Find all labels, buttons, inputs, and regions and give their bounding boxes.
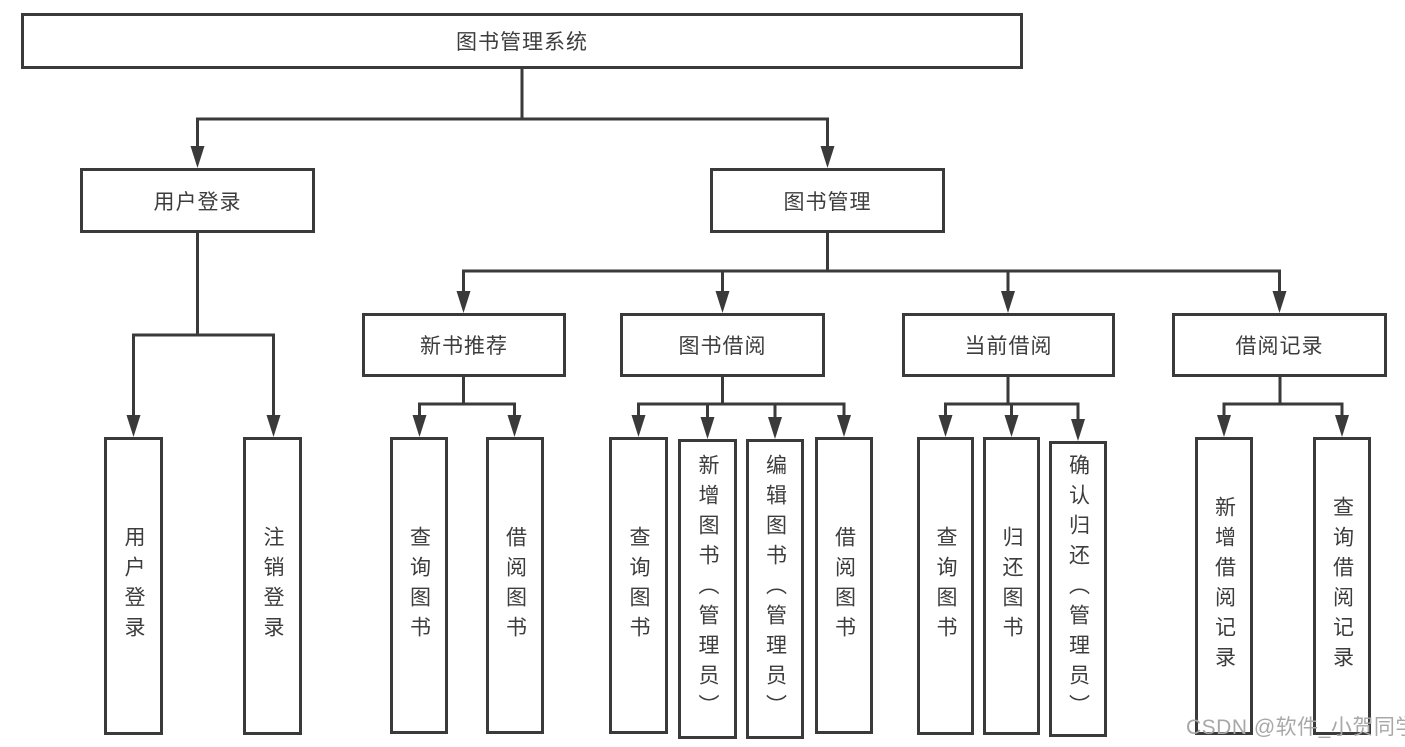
leaf-confirm-return-admin: 确认归还（管理员） [1049,441,1107,737]
leaf-newbook-query-books: 查询图书 [390,437,448,734]
leaf-return-books: 归还图书 [983,437,1040,735]
leaf-newbook-query-books-label: 查询图书 [407,525,431,646]
leaf-query-borrow-record-label: 查询借阅记录 [1330,496,1354,676]
leaf-add-borrow-record-label: 新增借阅记录 [1212,496,1236,676]
csdn-watermark: CSDN @软件_小贺同学 [1186,716,1405,739]
leaf-borrow-borrow-books: 借阅图书 [815,437,873,734]
node-book-management: 图书管理 [710,168,945,233]
arrowheads [126,146,1349,441]
node-user-login-label: 用户登录 [153,190,242,214]
node-new-book-recommend-label: 新书推荐 [420,335,508,358]
leaf-user-login: 用户登录 [104,437,163,735]
leaf-borrow-query-books-label: 查询图书 [627,525,651,646]
leaf-return-books-label: 归还图书 [1000,526,1024,646]
leaf-query-borrow-record: 查询借阅记录 [1313,437,1371,735]
node-root-label: 图书管理系统 [456,31,588,54]
node-current-borrow: 当前借阅 [902,313,1115,377]
leaf-confirm-return-admin-label: 确认归还（管理员） [1066,454,1090,724]
node-book-borrow: 图书借阅 [620,313,825,377]
leaf-add-borrow-record: 新增借阅记录 [1195,437,1253,735]
node-borrow-records: 借阅记录 [1172,313,1387,377]
leaf-current-query-books-label: 查询图书 [934,526,958,646]
leaf-newbook-borrow-books: 借阅图书 [486,437,544,734]
leaf-edit-book-admin-label: 编辑图书（管理员） [763,454,787,724]
leaf-logout-label: 注销登录 [261,526,285,646]
leaf-add-book-admin: 新增图书（管理员） [678,439,737,739]
leaf-borrow-query-books: 查询图书 [609,437,668,734]
node-root-library-system: 图书管理系统 [21,13,1023,69]
leaf-logout: 注销登录 [243,437,302,735]
leaf-add-book-admin-label: 新增图书（管理员） [696,454,720,724]
node-new-book-recommend: 新书推荐 [362,313,566,377]
leaf-current-query-books: 查询图书 [917,437,974,735]
node-borrow-records-label: 借阅记录 [1235,335,1324,358]
node-current-borrow-label: 当前借阅 [964,335,1053,358]
node-book-management-label: 图书管理 [783,190,872,214]
leaf-borrow-borrow-books-label: 借阅图书 [832,525,856,646]
leaf-edit-book-admin: 编辑图书（管理员） [746,439,804,739]
node-book-borrow-label: 图书借阅 [678,335,767,358]
node-user-login: 用户登录 [80,168,315,233]
leaf-newbook-borrow-books-label: 借阅图书 [503,525,527,646]
leaf-user-login-label: 用户登录 [122,526,146,646]
